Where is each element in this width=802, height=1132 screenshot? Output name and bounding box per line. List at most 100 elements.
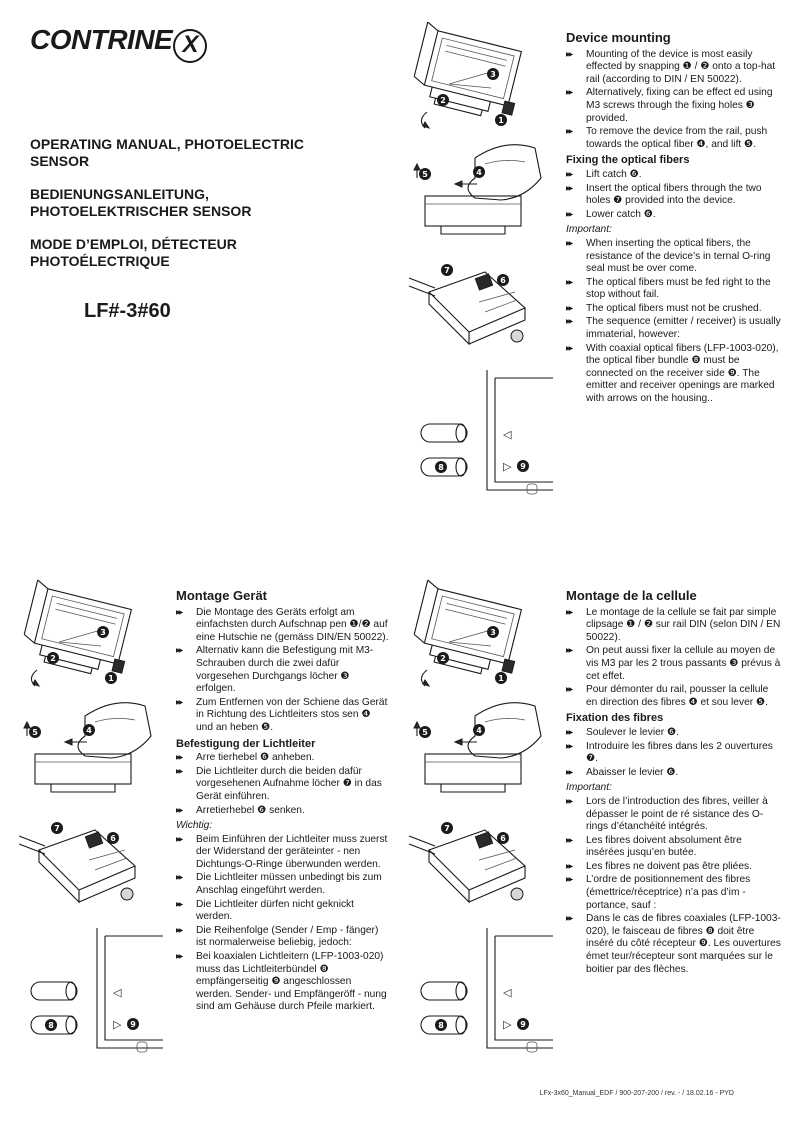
emitter-arrow-icon: ◁ (503, 428, 512, 441)
svg-text:8: 8 (48, 1021, 54, 1030)
heading-fixing-fibers: Fixing the optical fibers (566, 154, 690, 167)
svg-text:5: 5 (32, 728, 38, 737)
list-item: Arretierhebel ❻ senken. (176, 805, 390, 818)
callout-7: 7 (441, 822, 453, 834)
callout-2: 2 (437, 94, 449, 106)
list-item: Soulever le levier ❻. (566, 727, 781, 740)
svg-text:3: 3 (100, 628, 106, 637)
list-item: Alternativ kann die Befestigung mit M3-S… (176, 645, 390, 695)
callout-5: 5 (419, 726, 431, 738)
list-item: Lors de l’introduction des fibres, veill… (566, 796, 781, 834)
fiber-insertion-illustration: 76 (18, 822, 137, 904)
list-item: Alternatively, fixing can be effect ed u… (566, 87, 781, 125)
svg-text:9: 9 (520, 462, 526, 471)
callout-9: 9 (517, 460, 529, 472)
coaxial-fiber-illustration: 8 ◁ ▷ 9 (420, 370, 553, 495)
svg-text:1: 1 (498, 116, 504, 125)
callout-3: 3 (487, 68, 499, 80)
list-item: Lower catch ❻. (566, 209, 781, 222)
list-item: Die Reihenfolge (Sender / Emp - fänger) … (176, 925, 390, 950)
list-item: Abaisser le levier ❻. (566, 767, 781, 780)
callout-3: 3 (487, 626, 499, 638)
fiber-insertion-illustration: 76 (408, 264, 527, 346)
svg-text:7: 7 (444, 266, 450, 275)
list-item: On peut aussi fixer la cellule au moyen … (566, 645, 781, 683)
callout-8: 8 (45, 1019, 57, 1031)
list-item: The sequence (emitter / receiver) is usu… (566, 316, 781, 341)
svg-text:2: 2 (440, 654, 446, 663)
list-item: Die Montage des Geräts erfolgt am einfac… (176, 607, 390, 645)
heading-important-fr: Important: (566, 782, 612, 794)
callout-4: 4 (83, 724, 95, 736)
svg-text:5: 5 (422, 170, 428, 179)
list-item: Die Lichtleiter dürfen nicht geknickt we… (176, 899, 390, 924)
list-item: To remove the device from the rail, push… (566, 126, 781, 151)
list-item: Introduire les fibres dans les 2 ouvertu… (566, 741, 781, 766)
receiver-arrow-icon: ▷ (503, 460, 512, 473)
list-item: The optical fibers must be fed right to … (566, 277, 781, 302)
list-item: Insert the optical fibers through the tw… (566, 183, 781, 208)
emitter-arrow-icon: ◁ (503, 986, 512, 999)
callout-4: 4 (473, 166, 485, 178)
heading-important: Important: (566, 224, 612, 236)
svg-text:9: 9 (520, 1020, 526, 1029)
callout-8: 8 (435, 461, 447, 473)
svg-text:5: 5 (422, 728, 428, 737)
callout-9: 9 (517, 1018, 529, 1030)
svg-text:1: 1 (108, 674, 114, 683)
svg-text:6: 6 (500, 834, 506, 843)
list-item: Beim Einführen der Lichtleiter muss zuer… (176, 834, 390, 872)
fiber-insertion-illustration: 76 (408, 822, 527, 904)
list-item: When inserting the optical fibers, the r… (566, 238, 781, 276)
callout-2: 2 (47, 652, 59, 664)
svg-text:4: 4 (86, 726, 92, 735)
list-item: Arre tierhebel ❻ anheben. (176, 752, 390, 765)
device-rail-mounting-illustration: 3 2 1 (413, 21, 523, 129)
document-footer: LFx-3x60_Manual_EDF / 900-207-200 / rev.… (539, 1090, 734, 1097)
callout-9: 9 (127, 1018, 139, 1030)
list-item: Dans le cas de fibres coaxiales (LFP-100… (566, 913, 781, 976)
section-german: Montage Gerät Die Montage des Geräts erf… (176, 588, 390, 1015)
svg-text:9: 9 (130, 1020, 136, 1029)
callout-3: 3 (97, 626, 109, 638)
title-german: BEDIENUNGSANLEITUNG,PHOTOELEKTRISCHER SE… (30, 186, 252, 219)
callout-1: 1 (495, 114, 507, 126)
heading-befestigung: Befestigung der Lichtleiter (176, 737, 316, 750)
list-item: Bei koaxialen Lichtleitern (LFP-1003-020… (176, 951, 390, 1014)
callout-4: 4 (473, 724, 485, 736)
heading-montage-geraet: Montage Gerät (176, 588, 268, 603)
callout-7: 7 (51, 822, 63, 834)
svg-text:8: 8 (438, 463, 444, 472)
svg-text:2: 2 (440, 96, 446, 105)
list-item: Die Lichtleiter durch die beiden dafür v… (176, 766, 390, 804)
heading-wichtig: Wichtig: (176, 820, 213, 832)
callout-1: 1 (105, 672, 117, 684)
list-item: With coaxial optical fibers (LFP-1003-02… (566, 343, 781, 406)
device-removal-illustration: 45 (413, 702, 542, 793)
device-rail-mounting-illustration: 3 2 1 (413, 579, 523, 687)
list-item: The optical fibers must not be crushed. (566, 303, 781, 316)
list-item: Zum Entfernen von der Schiene das Gerät … (176, 697, 390, 735)
callout-2: 2 (437, 652, 449, 664)
svg-text:6: 6 (110, 834, 116, 843)
list-item: Les fibres ne doivent pas être pliées. (566, 861, 781, 874)
svg-text:8: 8 (438, 1021, 444, 1030)
svg-text:3: 3 (490, 70, 496, 79)
logo-x-circle: X (173, 29, 208, 63)
section-french: Montage de la cellule Le montage de la c… (566, 589, 781, 977)
svg-text:4: 4 (476, 726, 482, 735)
svg-text:2: 2 (50, 654, 56, 663)
model-number: LF#-3#60 (84, 300, 171, 322)
svg-text:7: 7 (54, 824, 60, 833)
heading-device-mounting: Device mounting (566, 30, 671, 45)
callout-7: 7 (441, 264, 453, 276)
device-removal-illustration: 45 (23, 702, 152, 793)
svg-text:6: 6 (500, 276, 506, 285)
receiver-arrow-icon: ▷ (113, 1018, 122, 1031)
receiver-arrow-icon: ▷ (503, 1018, 512, 1031)
section-english: Device mounting Mounting of the device i… (566, 30, 781, 407)
coaxial-fiber-illustration: 8◁▷9 (30, 928, 163, 1053)
